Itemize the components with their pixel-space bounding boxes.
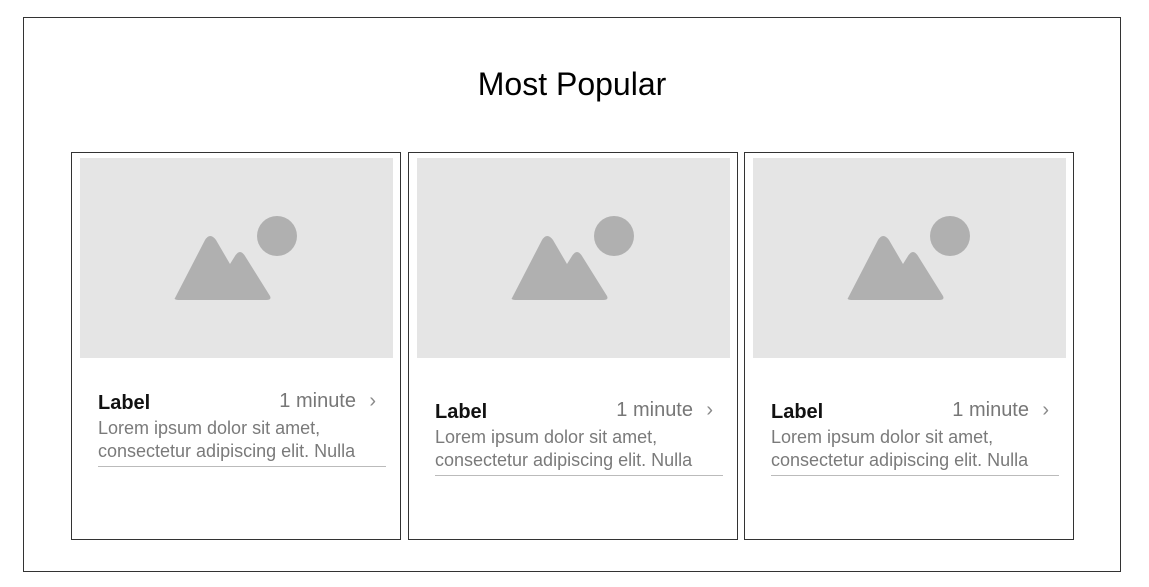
- most-popular-section: Most Popular Label 1 minute › Lorem ipsu…: [23, 17, 1121, 572]
- card-duration: 1 minute: [952, 399, 1029, 421]
- card-description: Lorem ipsum dolor sit amet, consectetur …: [771, 426, 1059, 476]
- image-placeholder-icon: [174, 216, 297, 300]
- card-label: Label: [771, 401, 824, 423]
- card-label: Label: [435, 401, 488, 423]
- card-description-line-1: Lorem ipsum dolor sit amet,: [435, 427, 658, 447]
- card-1[interactable]: Label 1 minute › Lorem ipsum dolor sit a…: [71, 152, 401, 540]
- card-description: Lorem ipsum dolor sit amet, consectetur …: [435, 426, 723, 476]
- card-info: Label 1 minute › Lorem ipsum dolor sit a…: [98, 389, 386, 467]
- card-label: Label: [98, 392, 151, 414]
- card-description-line-1: Lorem ipsum dolor sit amet,: [771, 427, 994, 447]
- card-description-line-2: consectetur adipiscing elit. Nulla: [98, 441, 356, 461]
- image-placeholder-icon: [511, 216, 634, 300]
- card-description-line-2: consectetur adipiscing elit. Nulla: [435, 450, 693, 470]
- card-duration: 1 minute: [279, 390, 356, 412]
- card-description-line-1: Lorem ipsum dolor sit amet,: [98, 418, 321, 438]
- chevron-right-icon[interactable]: ›: [706, 399, 713, 421]
- card-2[interactable]: Label 1 minute › Lorem ipsum dolor sit a…: [408, 152, 738, 540]
- section-title: Most Popular: [477, 66, 667, 102]
- image-placeholder-icon: [847, 216, 970, 300]
- card-3[interactable]: Label 1 minute › Lorem ipsum dolor sit a…: [744, 152, 1074, 540]
- card-description: Lorem ipsum dolor sit amet, consectetur …: [98, 417, 386, 467]
- card-duration: 1 minute: [616, 399, 693, 421]
- card-image[interactable]: [753, 158, 1066, 358]
- card-info: Label 1 minute › Lorem ipsum dolor sit a…: [771, 398, 1059, 476]
- card-info: Label 1 minute › Lorem ipsum dolor sit a…: [435, 398, 723, 476]
- chevron-right-icon[interactable]: ›: [1042, 399, 1049, 421]
- card-image[interactable]: [417, 158, 730, 358]
- card-description-line-2: consectetur adipiscing elit. Nulla: [771, 450, 1029, 470]
- chevron-right-icon[interactable]: ›: [369, 390, 376, 412]
- card-image[interactable]: [80, 158, 393, 358]
